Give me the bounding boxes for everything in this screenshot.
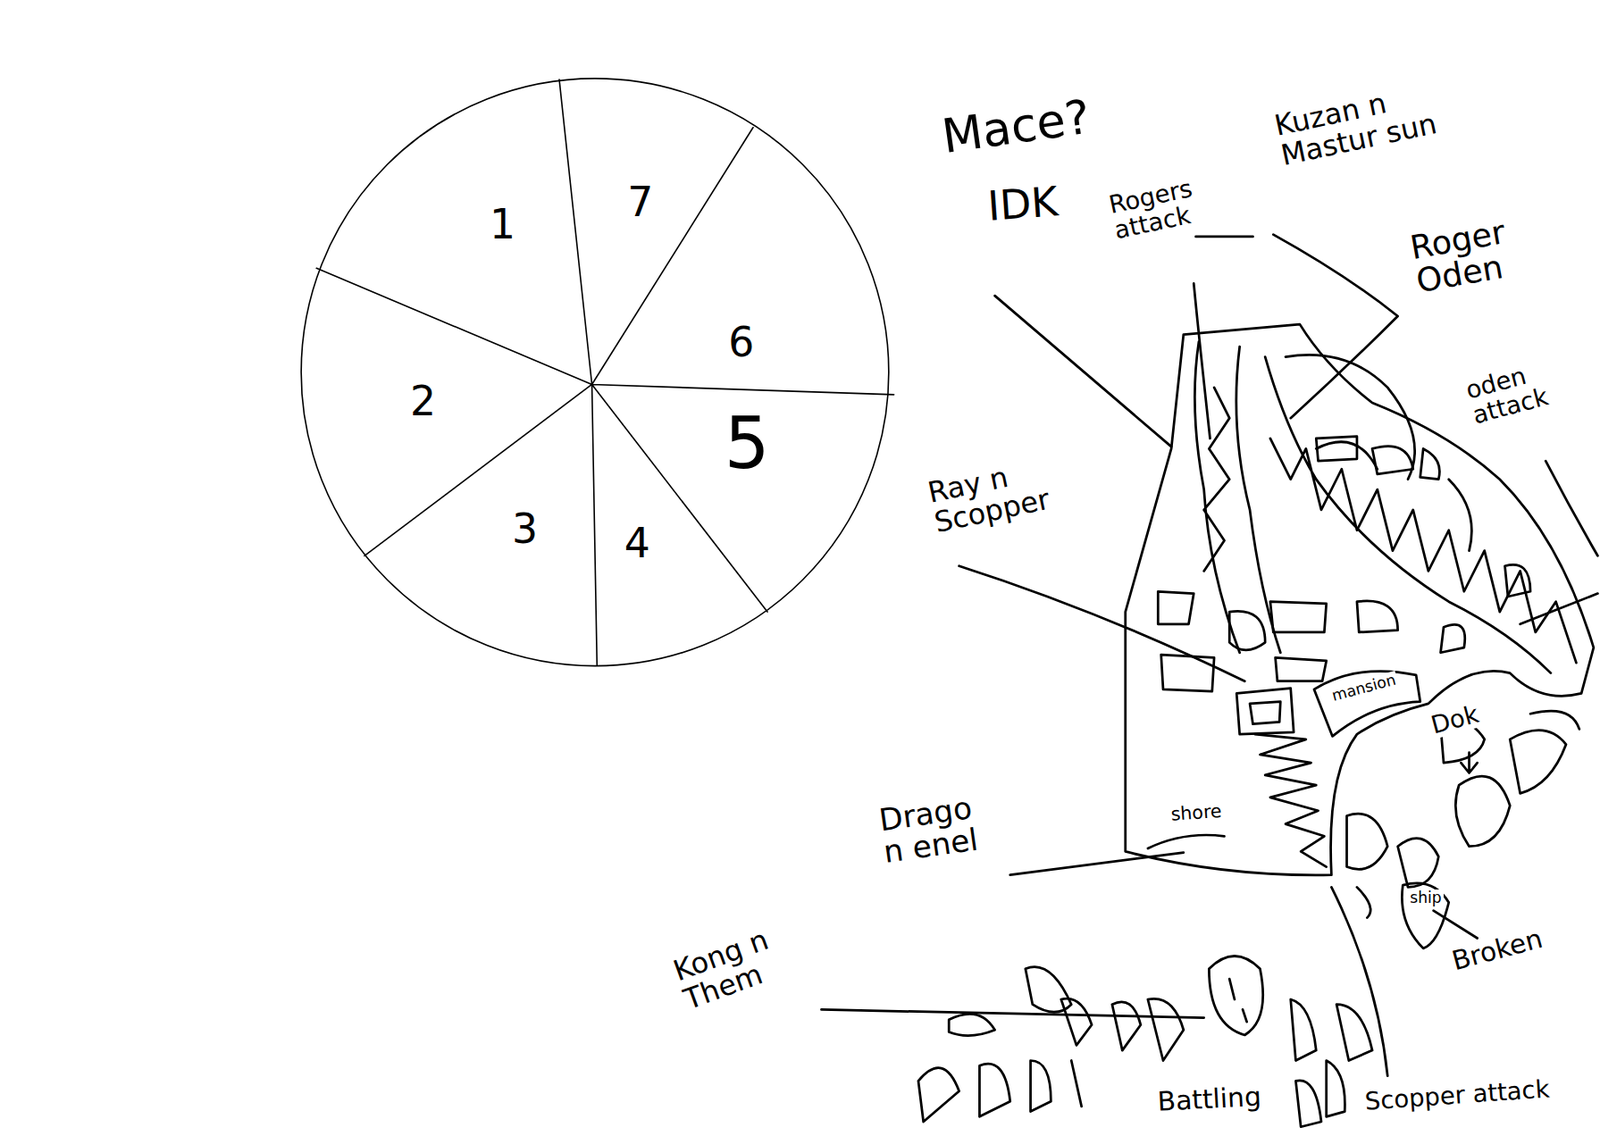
- shore-line: [1147, 835, 1225, 849]
- dok-arrow: [1460, 753, 1477, 774]
- small-islands: [918, 955, 1373, 1127]
- map-note: Kong n Them: [668, 915, 808, 1015]
- map-note: Mace?: [937, 91, 1096, 161]
- rock-blocks: [1157, 436, 1531, 692]
- map-note: Rogers attack: [1105, 169, 1230, 244]
- kuzan-leader: [1273, 234, 1398, 419]
- map-note: Kuzan n Mastur sun: [1270, 68, 1486, 171]
- drago-leader: [1010, 853, 1184, 876]
- map-note: Drago n enel: [875, 791, 989, 871]
- place-label: ship: [1407, 889, 1443, 906]
- ray-leader: [959, 566, 1246, 682]
- map-note: Broken: [1447, 923, 1548, 976]
- map-note: oden attack: [1461, 351, 1577, 429]
- sector-number: 1: [487, 203, 518, 247]
- mansion-yard: [1236, 688, 1294, 735]
- place-label: Dok: [1426, 701, 1483, 740]
- coastal-rocks: [1347, 711, 1580, 949]
- sector-number: 7: [625, 181, 655, 225]
- sector-number: 2: [408, 380, 438, 424]
- map-note: Scopper attack: [1362, 1076, 1552, 1115]
- coast-blobs: [1347, 711, 1580, 949]
- leader-lines: [820, 234, 1598, 1077]
- kong-leader: [820, 1009, 1204, 1018]
- map-note: IDK: [984, 180, 1062, 229]
- broken-leader: [1433, 911, 1478, 939]
- outer-islands: [918, 955, 1373, 1127]
- map-note: Roger Oden: [1406, 210, 1542, 301]
- place-label: shore: [1168, 802, 1224, 826]
- mansion-shape: [1314, 671, 1421, 738]
- sector-number: 5: [722, 406, 772, 482]
- map-note: Battling: [1155, 1081, 1264, 1115]
- ridge-lines: [1285, 354, 1472, 551]
- map-note: Ray n Scopper: [923, 449, 1080, 539]
- place-label: mansion: [1328, 670, 1399, 704]
- scopper-leader: [1331, 887, 1388, 1076]
- sector-number: 3: [510, 508, 540, 552]
- river-channel: [1194, 342, 1281, 654]
- sector-lines: [316, 79, 894, 665]
- oden-leader: [1520, 460, 1599, 625]
- mace-leader: [995, 295, 1173, 447]
- rogers-leader: [1193, 236, 1253, 439]
- pie-circle: [301, 78, 894, 667]
- shore-cliffs: [1255, 734, 1327, 867]
- sector-number: 4: [622, 522, 653, 566]
- sector-number: 6: [726, 321, 756, 365]
